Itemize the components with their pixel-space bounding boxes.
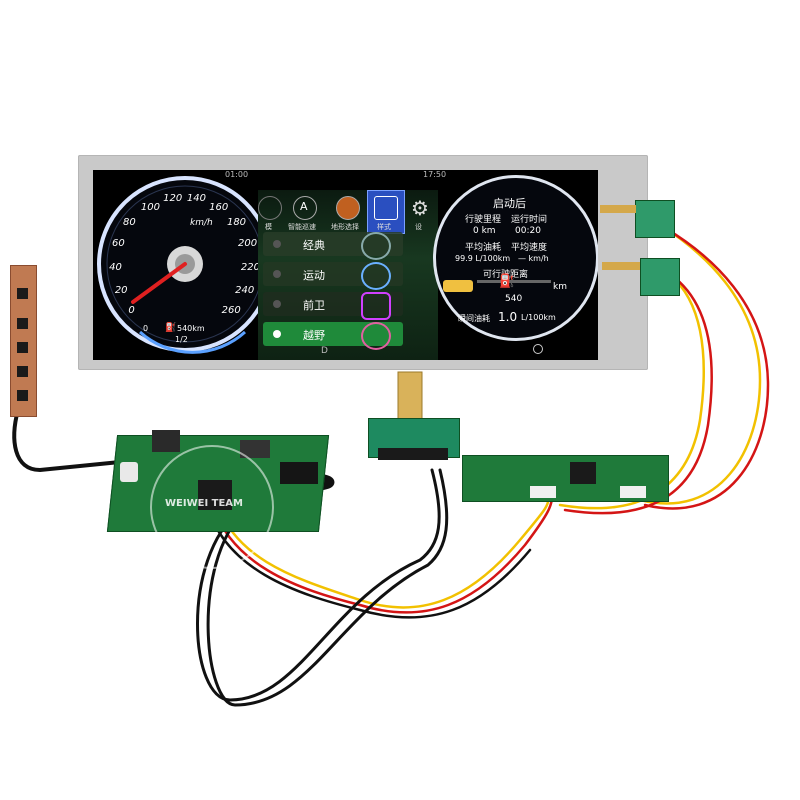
trip-col1-value: 0 km — [473, 226, 496, 236]
fuel-icon: ⛽ — [165, 323, 177, 333]
fuel-fraction: 1/2 — [175, 335, 188, 344]
speed-tick-label: 240 — [235, 285, 255, 297]
speed-tick-label: 100 — [140, 201, 160, 213]
speed-tick-label: 140 — [186, 193, 206, 205]
menu-label-2: 地形选择 — [331, 223, 359, 231]
terrain-icon[interactable] — [336, 196, 360, 220]
mode-label: 运动 — [303, 269, 325, 282]
speedometer-gauge — [97, 176, 273, 354]
backlight-cable — [602, 262, 640, 270]
mode-row-sport[interactable]: 运动 — [263, 262, 403, 290]
mode-toggle-active — [273, 330, 281, 338]
range-value: 540 — [505, 294, 523, 304]
sport-gauge-icon — [361, 262, 391, 290]
watermark-text: WEIWEI TEAM — [165, 498, 243, 509]
menu-label-0: 模 — [265, 223, 272, 231]
mode-toggle — [273, 270, 281, 278]
mode-label: 前卫 — [303, 299, 325, 312]
speed-tick-label: 0 — [128, 304, 135, 316]
trip-col2-header: 运行时间 — [511, 215, 548, 225]
mode-label: 经典 — [303, 239, 325, 252]
menu-label-4: 设 — [415, 223, 422, 231]
speed-tick-label: 160 — [209, 201, 229, 213]
trip-col3-value: 99.9 L/100km — [455, 254, 511, 263]
status-time-left: 01:00 — [225, 170, 249, 179]
vga-port — [152, 430, 180, 452]
inverter-connector — [530, 486, 556, 498]
mode-row-offroad[interactable]: 越野 — [263, 322, 403, 350]
gear-icon[interactable]: ⚙ — [411, 196, 429, 220]
instant-label: 瞬间油耗 — [458, 314, 490, 323]
trip-col4-value: — km/h — [518, 254, 549, 263]
speed-needle — [131, 262, 187, 304]
avantgarde-gauge-icon — [361, 292, 391, 320]
mode-label: 越野 — [303, 329, 325, 342]
speed-tick-label: 40 — [109, 261, 122, 273]
trip-col2-value: 00:20 — [515, 226, 541, 236]
key-button[interactable] — [17, 390, 28, 401]
backlight-board-top — [635, 200, 675, 238]
trip-col1-header: 行驶里程 — [465, 215, 502, 225]
range-bar — [477, 280, 551, 283]
range-unit: km — [553, 282, 567, 292]
transformer — [570, 462, 596, 484]
menu-label-1: 智能巡速 — [288, 223, 316, 231]
watermark-ring — [150, 445, 274, 569]
mode-row-classic[interactable]: 经典 — [263, 232, 403, 260]
style-icon — [374, 196, 398, 220]
inverter-connector — [620, 486, 646, 498]
gauge-zero-label: 0 — [143, 324, 149, 333]
backlight-cable — [600, 205, 636, 213]
adapter-connector — [378, 448, 448, 460]
instant-unit: L/100km — [521, 313, 556, 322]
trip-col3-header: 平均油耗 — [465, 243, 502, 253]
offroad-gauge-icon — [361, 322, 391, 350]
classic-gauge-icon — [361, 232, 391, 260]
speed-tick-label: 260 — [221, 304, 241, 316]
speed-tick-label: 60 — [111, 238, 125, 250]
gear-indicator: D — [321, 346, 328, 356]
menu-label-3: 样式 — [377, 223, 391, 231]
trip-title: 启动后 — [493, 197, 526, 210]
wrench-icon[interactable] — [258, 196, 282, 220]
key-button[interactable] — [17, 318, 28, 329]
mode-toggle — [273, 240, 281, 248]
instant-value: 1.0 — [498, 310, 518, 324]
speed-tick-label: 200 — [238, 238, 258, 250]
speed-unit: km/h — [190, 218, 213, 228]
range-readout: 540km — [177, 324, 205, 333]
lvds-connector — [280, 462, 318, 484]
key-button[interactable] — [17, 366, 28, 377]
speed-tick-label: 220 — [240, 261, 260, 273]
range-label: 可行驶距离 — [483, 270, 529, 280]
mode-toggle — [273, 300, 281, 308]
speed-tick-label: 180 — [226, 217, 247, 229]
mode-row-avantgarde[interactable]: 前卫 — [263, 292, 403, 320]
hdmi-port — [240, 440, 270, 458]
backlight-board-bottom — [640, 258, 680, 296]
key-button[interactable] — [17, 288, 28, 299]
speed-tick-label: 120 — [163, 193, 183, 205]
trip-gauge — [433, 175, 598, 341]
settings-dot-icon — [533, 344, 543, 354]
fuel-pump-icon: ⛽ — [499, 274, 516, 289]
audio-jack — [120, 462, 138, 482]
trip-col4-header: 平均速度 — [511, 243, 548, 253]
speed-tick-label: 80 — [123, 217, 136, 229]
cruise-icon[interactable]: A — [293, 196, 317, 220]
status-time-right: 17:50 — [423, 170, 447, 179]
key-button[interactable] — [17, 342, 28, 353]
car-icon — [443, 280, 473, 292]
speed-tick-label: 20 — [114, 285, 128, 297]
